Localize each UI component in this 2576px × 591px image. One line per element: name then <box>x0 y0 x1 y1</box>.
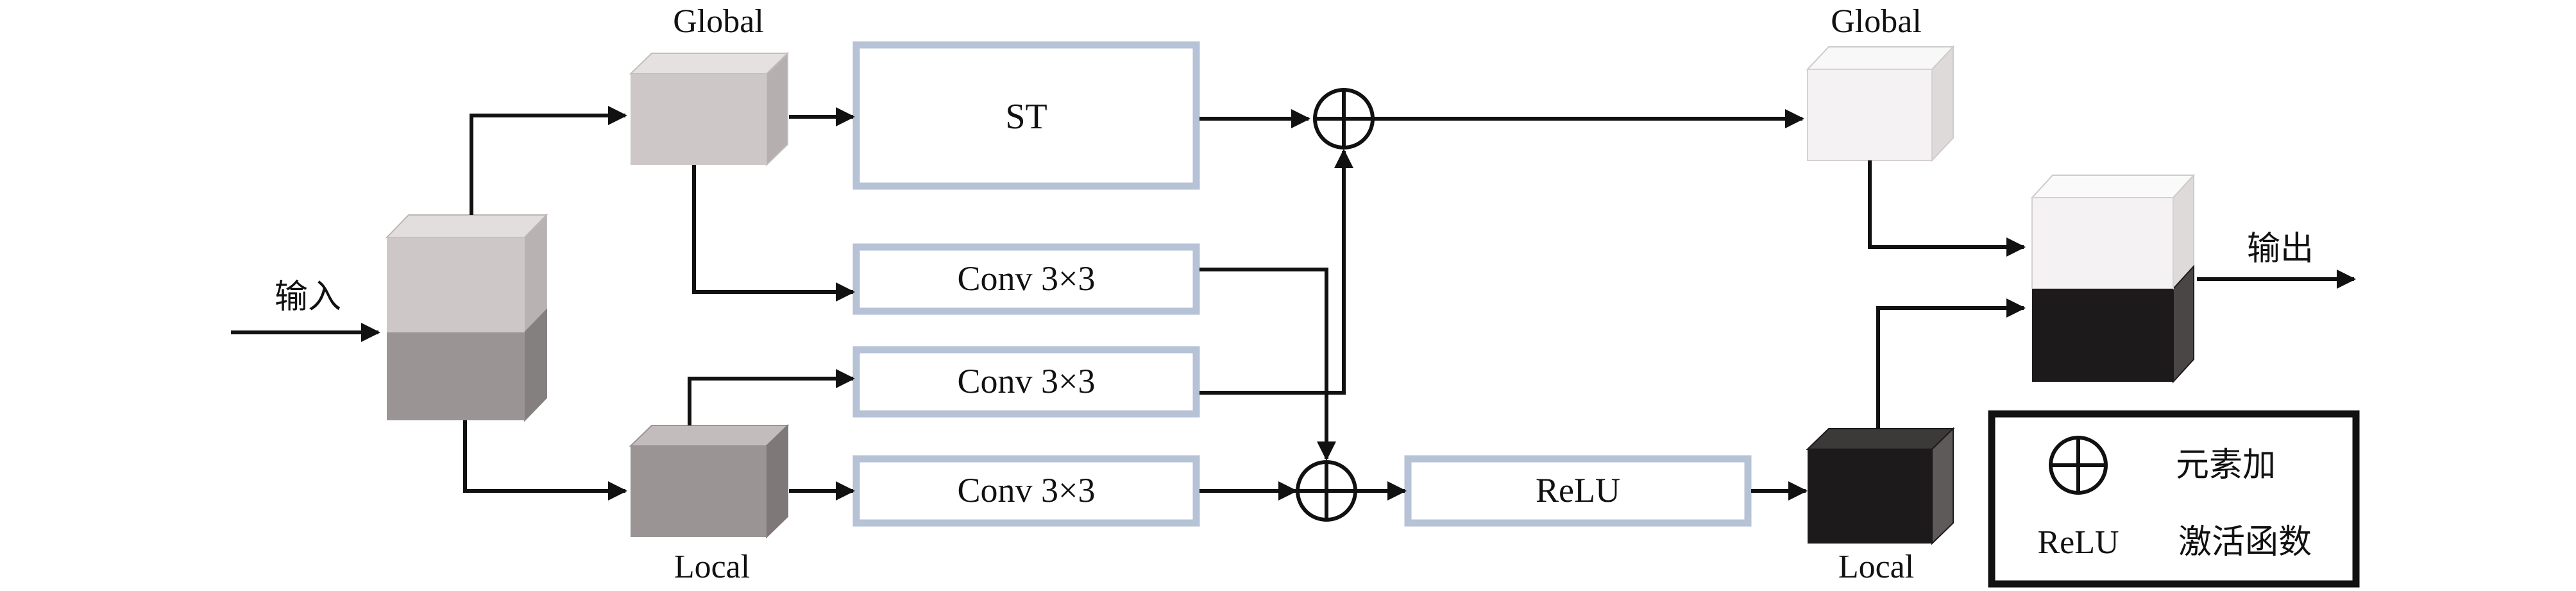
global-feature-cube-right <box>1806 45 1955 162</box>
local-cube-side-face <box>766 424 788 539</box>
global-to-conv-top <box>692 165 855 302</box>
global-feature-cube-left <box>629 51 790 167</box>
global-right-top-face <box>1806 46 1955 70</box>
global-label-right: Global <box>1831 3 1922 40</box>
st-block-label: ST <box>1005 97 1047 137</box>
conv-block-mid-label: Conv 3×3 <box>958 362 1096 400</box>
legend-add-icon <box>2049 436 2108 495</box>
conv-block-top-label: Conv 3×3 <box>958 259 1096 298</box>
conv-top-to-sum-bottom <box>1199 268 1336 461</box>
output-label: 输出 <box>2247 230 2314 268</box>
branch-to-global <box>470 106 627 215</box>
relu-block: ReLU <box>1404 455 1752 527</box>
output-cube-front-upper <box>2031 197 2174 289</box>
local-label-left: Local <box>674 549 750 585</box>
element-add-node-bottom <box>1296 460 1357 522</box>
global-cube-top-face <box>629 53 790 74</box>
input-group: 输入 <box>231 278 380 342</box>
local-right-side-face <box>1931 427 1954 545</box>
legend-relu-symbol: ReLU <box>2037 524 2119 561</box>
output-cube-front-lower <box>2032 289 2173 382</box>
input-cube-front-upper <box>387 237 525 332</box>
conv-block-bottom-label: Conv 3×3 <box>958 471 1096 510</box>
global-label-left: Global <box>673 3 764 40</box>
global-right-front-face <box>1807 69 1933 161</box>
conv-block-bottom: Conv 3×3 <box>852 455 1200 527</box>
conv-block-top: Conv 3×3 <box>852 243 1200 315</box>
input-feature-cube <box>385 213 548 422</box>
st-block: ST <box>852 41 1200 190</box>
local-feature-cube-right <box>1806 427 1955 545</box>
conv-mid-to-sum-top <box>1199 149 1353 395</box>
legend-relu-label: 激活函数 <box>2178 523 2312 561</box>
local-cube-top-face <box>629 425 790 447</box>
local-feature-cube-left <box>629 424 790 539</box>
local-to-conv-mid <box>688 369 855 425</box>
input-label: 输入 <box>275 278 341 316</box>
global-cube-front-face <box>631 74 767 165</box>
local-cube-front-face <box>631 446 767 537</box>
output-feature-cube <box>2030 173 2196 384</box>
branch-to-local <box>463 420 627 501</box>
global-right-to-output <box>1868 160 2026 257</box>
legend-add-label: 元素加 <box>2176 446 2276 484</box>
local-right-top-face <box>1806 428 1955 450</box>
input-cube-top-face <box>385 214 548 238</box>
legend-box: 元素加 ReLU 激活函数 <box>1988 410 2360 588</box>
input-cube-front-lower <box>387 332 525 420</box>
local-right-to-output <box>1876 298 2026 429</box>
conv-block-mid: Conv 3×3 <box>852 346 1200 418</box>
output-cube-top-face <box>2030 175 2196 198</box>
local-right-front-face <box>1808 449 1932 544</box>
element-add-node-top <box>1313 88 1375 150</box>
global-cube-side-face <box>766 51 788 167</box>
relu-block-label: ReLU <box>1536 471 1620 510</box>
local-label-right: Local <box>1838 549 1914 585</box>
